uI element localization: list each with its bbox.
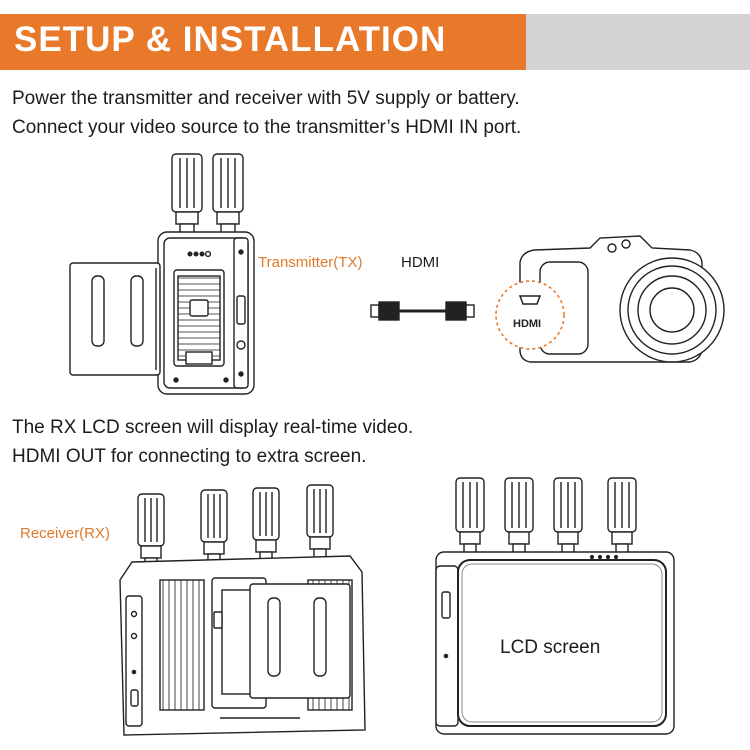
header-title-block: SETUP & INSTALLATION xyxy=(0,14,526,70)
lcd-screen-label: LCD screen xyxy=(500,637,601,658)
transmitter-label: Transmitter(TX) xyxy=(258,254,363,271)
camera-hdmi-port-label: HDMI xyxy=(513,318,542,330)
tx-antenna-left xyxy=(171,153,203,235)
page-title: SETUP & INSTALLATION xyxy=(14,20,447,59)
receiver-back-illustration xyxy=(119,484,366,736)
receiver-front-illustration xyxy=(435,477,675,735)
hdmi-label: HDMI xyxy=(401,254,440,271)
camera-illustration xyxy=(519,235,725,363)
receiver-label: Receiver(RX) xyxy=(20,525,111,542)
instruction-line-4: HDMI OUT for connecting to extra screen. xyxy=(12,446,367,467)
transmitter-illustration xyxy=(69,153,255,395)
setup-instructions: Power the transmitter and receiver with … xyxy=(12,84,521,142)
receiver-instructions: The RX LCD screen will display real-time… xyxy=(12,413,413,471)
rx-battery xyxy=(249,583,351,699)
hdmi-port-callout xyxy=(495,280,565,350)
hdmi-cable xyxy=(370,301,475,321)
instruction-line-2: Connect your video source to the transmi… xyxy=(12,117,522,138)
header-bar: SETUP & INSTALLATION xyxy=(0,14,750,70)
instruction-line-3: The RX LCD screen will display real-time… xyxy=(12,417,414,438)
tx-battery xyxy=(69,262,161,376)
tx-antenna-right xyxy=(212,153,244,235)
instruction-line-1: Power the transmitter and receiver with … xyxy=(12,88,520,109)
